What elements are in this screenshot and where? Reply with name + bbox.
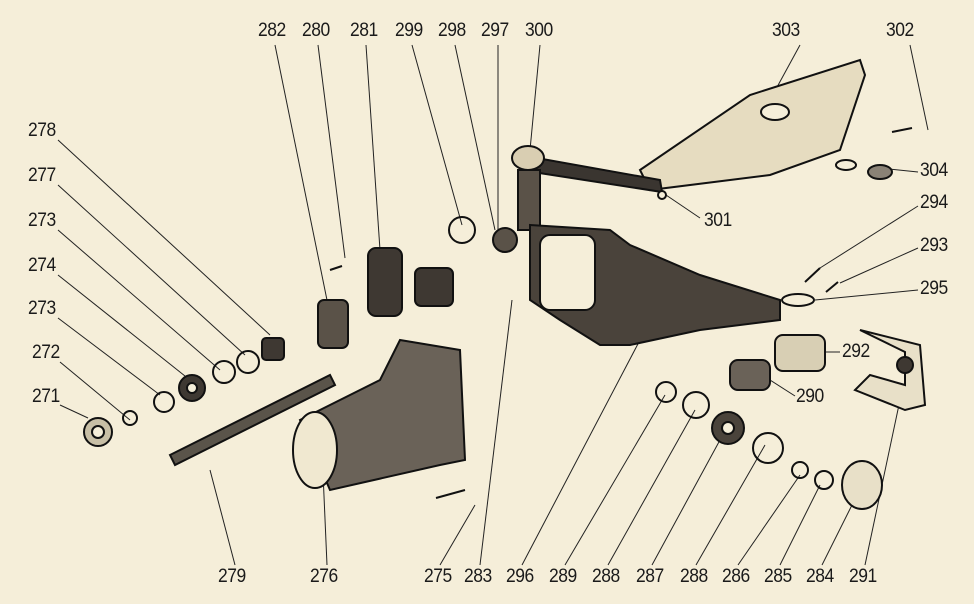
label-271: 271 — [32, 386, 60, 407]
parts — [83, 58, 927, 510]
label-298: 298 — [438, 20, 466, 41]
label-294: 294 — [920, 192, 948, 213]
label-291: 291 — [849, 566, 877, 587]
label-276: 276 — [310, 566, 338, 587]
label-295: 295 — [920, 278, 948, 299]
label-288b: 288 — [680, 566, 708, 587]
label-286: 286 — [722, 566, 750, 587]
label-273a: 273 — [28, 210, 56, 231]
label-293: 293 — [920, 235, 948, 256]
label-301: 301 — [704, 210, 732, 231]
label-275: 275 — [424, 566, 452, 587]
label-282: 282 — [258, 20, 286, 41]
leader-lines — [57, 44, 929, 566]
label-285: 285 — [764, 566, 792, 587]
label-300: 300 — [525, 20, 553, 41]
label-283: 283 — [464, 566, 492, 587]
label-303: 303 — [772, 20, 800, 41]
label-289: 289 — [549, 566, 577, 587]
label-274: 274 — [28, 255, 56, 276]
label-296: 296 — [506, 566, 534, 587]
label-299: 299 — [395, 20, 423, 41]
label-273b: 273 — [28, 298, 56, 319]
label-279: 279 — [218, 566, 246, 587]
label-302: 302 — [886, 20, 914, 41]
label-278: 278 — [28, 120, 56, 141]
label-288a: 288 — [592, 566, 620, 587]
label-297: 297 — [481, 20, 509, 41]
label-292: 292 — [842, 341, 870, 362]
label-287: 287 — [636, 566, 664, 587]
label-290: 290 — [796, 386, 824, 407]
label-272: 272 — [32, 342, 60, 363]
label-280: 280 — [302, 20, 330, 41]
label-281: 281 — [350, 20, 378, 41]
label-284: 284 — [806, 566, 834, 587]
label-304: 304 — [920, 160, 948, 181]
label-277: 277 — [28, 165, 56, 186]
